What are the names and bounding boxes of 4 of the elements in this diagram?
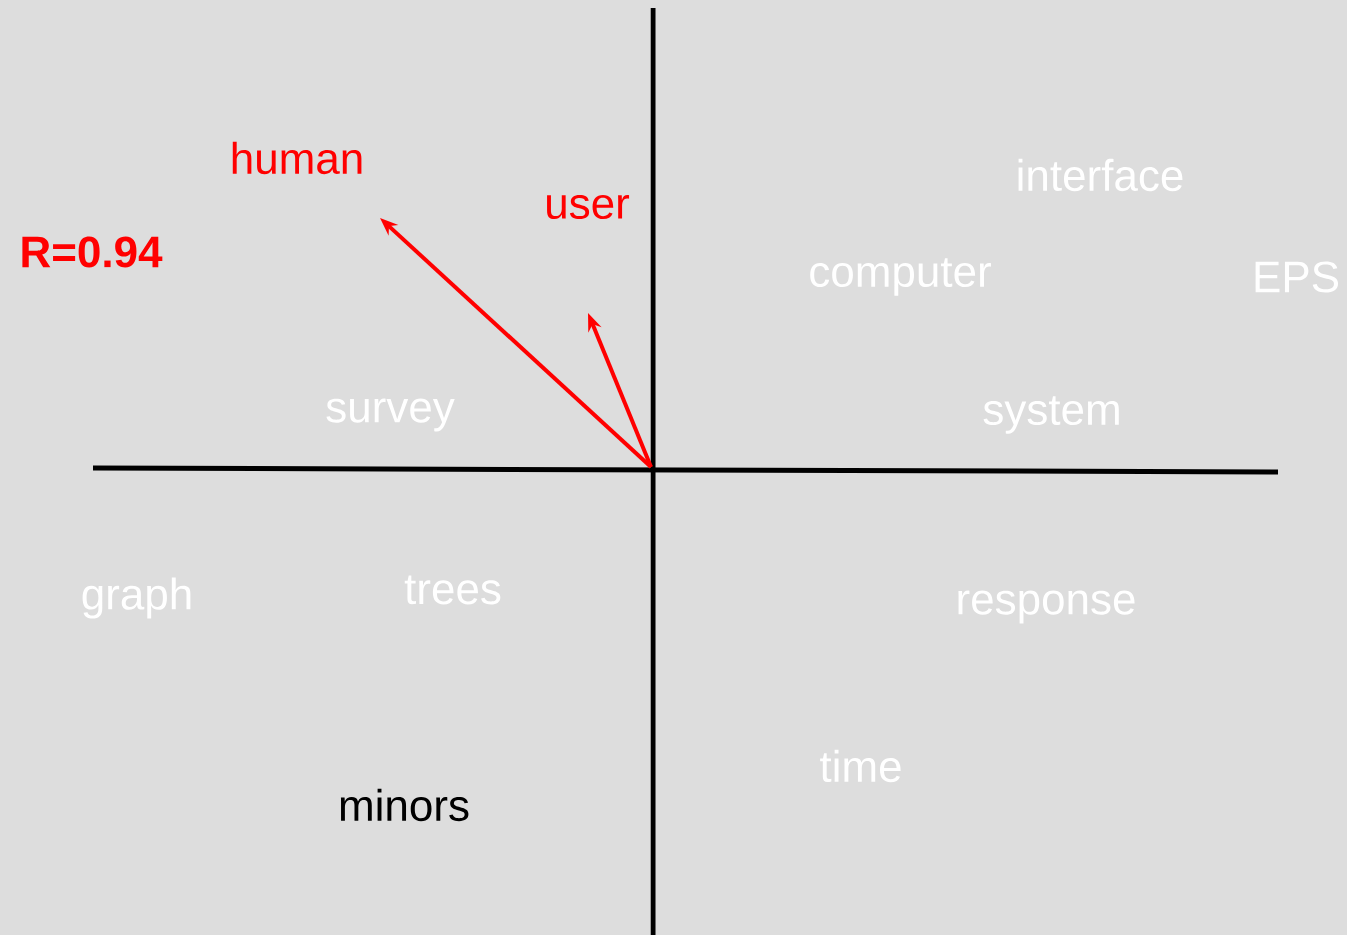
value-label: R=0.94 — [22, 236, 163, 268]
word-label: human — [232, 141, 362, 175]
word-label: minors — [340, 788, 469, 822]
word-label: user — [547, 194, 630, 220]
